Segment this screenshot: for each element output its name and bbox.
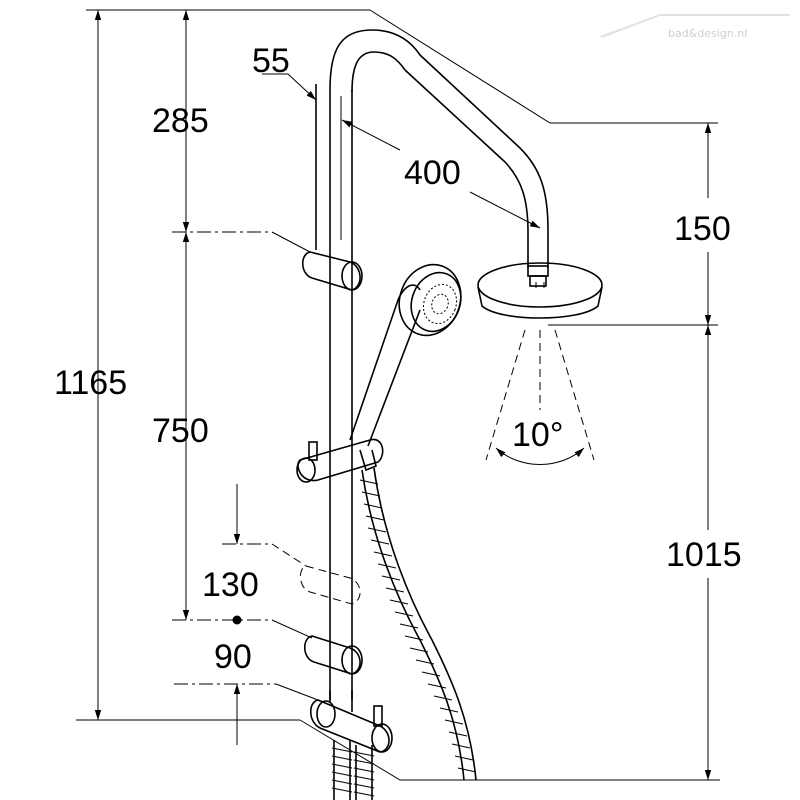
mixer-valve	[309, 690, 393, 753]
dimension-lines	[76, 9, 720, 781]
ghost-holder	[300, 565, 361, 700]
dim-rail-diameter: 55	[252, 42, 290, 80]
shower-rail	[315, 29, 549, 700]
dim-spray-angle: 10°	[512, 416, 563, 454]
shower-hose	[359, 467, 477, 781]
spray-cone	[485, 329, 595, 465]
dim-head-height: 1015	[666, 536, 742, 574]
dim-head-drop: 150	[674, 210, 731, 248]
lower-bracket	[303, 635, 363, 675]
slider-holder	[296, 438, 384, 483]
dim-rail-length: 750	[152, 412, 209, 450]
shower-head	[477, 262, 603, 319]
inlet-hoses	[331, 740, 375, 800]
dim-holder-offset: 130	[202, 566, 259, 604]
upper-bracket	[301, 251, 363, 291]
dim-total-height: 1165	[54, 364, 127, 402]
dim-bottom-offset: 90	[214, 638, 252, 676]
dim-arm-reach: 400	[404, 154, 461, 192]
watermark-text: bad&design.nl	[668, 27, 747, 40]
dim-top-section: 285	[152, 102, 209, 140]
watermark-logo: bad&design.nl	[600, 14, 790, 40]
hand-shower	[349, 263, 462, 447]
